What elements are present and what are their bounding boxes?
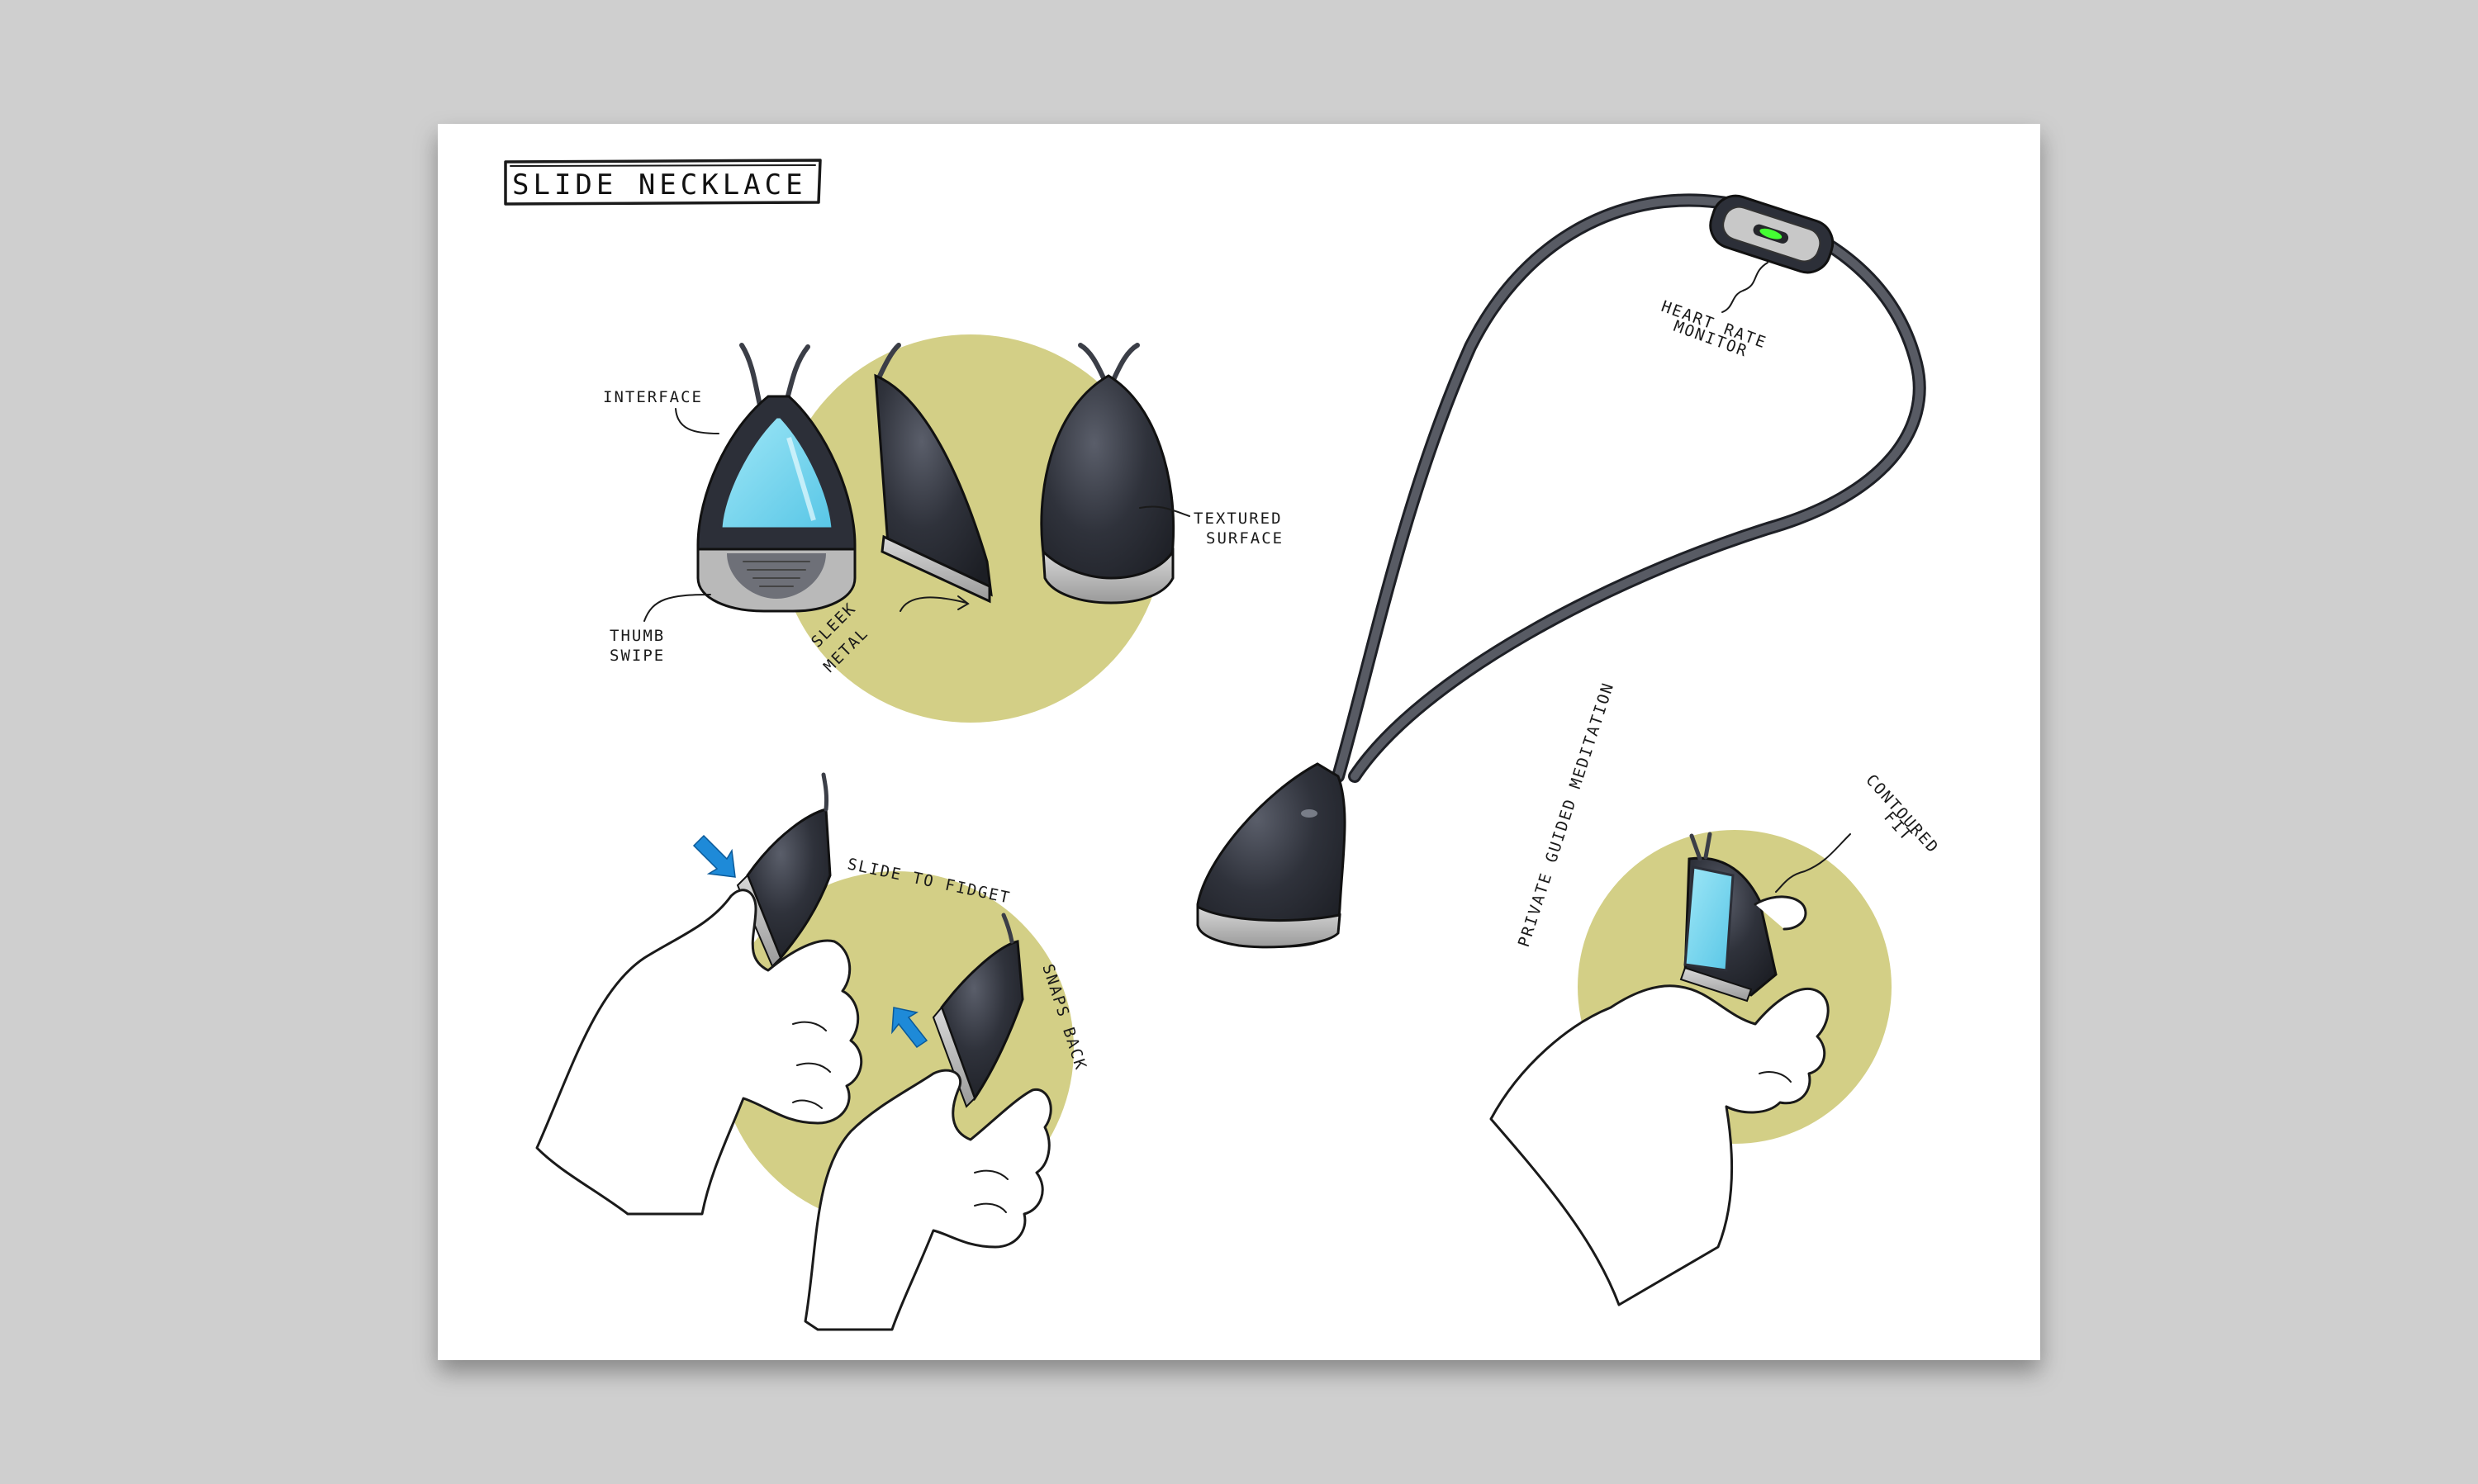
label-swipe: SWIPE — [610, 647, 665, 665]
page-title: SLIDE NECKLACE — [512, 168, 807, 202]
label-interface: INTERFACE — [603, 388, 703, 406]
label-textured: TEXTURED — [1194, 510, 1283, 528]
label-thumb: THUMB — [610, 627, 665, 645]
label-surface: SURFACE — [1206, 529, 1284, 548]
